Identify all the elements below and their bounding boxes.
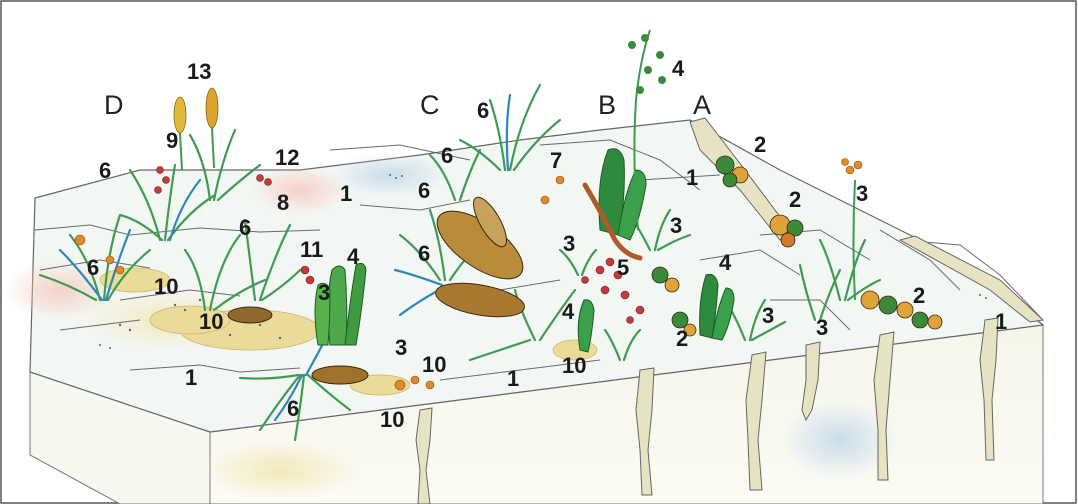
label-3-c-mid: 3 xyxy=(563,233,575,255)
label-4-d-mid: 4 xyxy=(347,246,359,268)
label-4-c-low: 4 xyxy=(562,301,574,323)
label-3-far-low: 3 xyxy=(816,317,828,339)
label-6-c-low: 6 xyxy=(418,243,430,265)
label-10-bottom: 10 xyxy=(380,409,404,431)
label-10-c-low: 10 xyxy=(562,355,586,377)
label-6-d-left: 6 xyxy=(99,160,111,182)
label-3-center-low: 3 xyxy=(395,337,407,359)
label-4-top-spike: 4 xyxy=(672,58,684,80)
label-13: 13 xyxy=(187,61,211,83)
label-1-far-right: 1 xyxy=(995,311,1007,333)
label-2-far: 2 xyxy=(913,285,925,307)
label-6-d-far-left: 6 xyxy=(87,257,99,279)
label-9: 9 xyxy=(166,130,178,152)
label-3-top-right: 3 xyxy=(856,183,868,205)
zone-label-a: A xyxy=(693,92,711,119)
label-1-front-c: 1 xyxy=(507,368,519,390)
label-11: 11 xyxy=(300,239,323,261)
label-12: 12 xyxy=(275,147,299,169)
label-2-a-mid: 2 xyxy=(789,189,801,211)
label-6-c-left: 6 xyxy=(441,145,453,167)
label-1-front-d: 1 xyxy=(185,367,197,389)
zone-label-b: B xyxy=(598,92,616,119)
label-6-bottom: 6 xyxy=(287,398,299,420)
label-7: 7 xyxy=(550,150,562,172)
label-6-c-mid: 6 xyxy=(418,180,430,202)
zone-label-d: D xyxy=(104,92,124,119)
label-6-c-top: 6 xyxy=(477,100,489,122)
label-10-d-lower: 10 xyxy=(199,311,223,333)
label-6-d-center: 6 xyxy=(239,217,251,239)
label-3-a-low: 3 xyxy=(762,305,774,327)
zone-label-c: C xyxy=(420,92,440,119)
label-4-a-mid: 4 xyxy=(719,252,731,274)
label-2-b-low: 2 xyxy=(676,328,688,350)
label-3-d-mid: 3 xyxy=(318,282,330,304)
label-1-top-d: 1 xyxy=(340,183,352,205)
label-1-top-a: 1 xyxy=(686,167,698,189)
label-2-a-top: 2 xyxy=(754,134,766,156)
yellow-wash-front xyxy=(200,440,360,500)
label-10-d-upper: 10 xyxy=(154,276,178,298)
label-5: 5 xyxy=(617,257,629,279)
label-3-b-right: 3 xyxy=(670,215,682,237)
label-8: 8 xyxy=(277,192,289,214)
label-10-center: 10 xyxy=(422,354,446,376)
